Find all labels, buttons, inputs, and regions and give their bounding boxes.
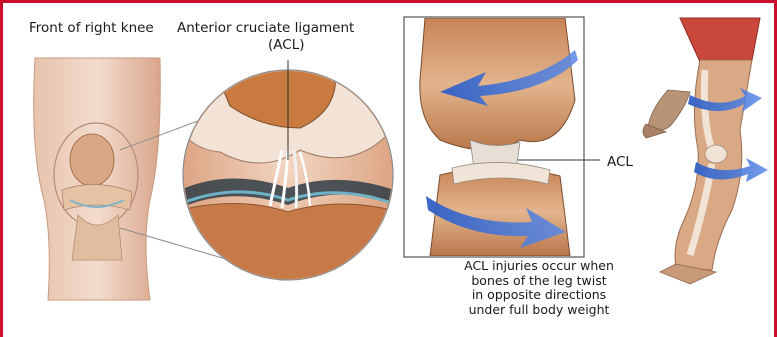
- caption-line: in opposite directions: [424, 288, 654, 303]
- acl-title-label: Anterior cruciate ligament: [177, 20, 354, 36]
- acl-side-label: ACL: [607, 154, 633, 170]
- caption-line: under full body weight: [424, 303, 654, 318]
- running-leg-figure: [643, 18, 760, 284]
- caption-line: ACL injuries occur when: [424, 259, 654, 274]
- front-knee-figure: [34, 58, 161, 300]
- twisting-bones-panel: [404, 17, 584, 257]
- acl-injury-caption: ACL injuries occur when bones of the leg…: [424, 259, 654, 317]
- acl-abbr-label: (ACL): [268, 37, 304, 53]
- front-knee-label: Front of right knee: [29, 20, 154, 36]
- caption-line: bones of the leg twist: [424, 274, 654, 289]
